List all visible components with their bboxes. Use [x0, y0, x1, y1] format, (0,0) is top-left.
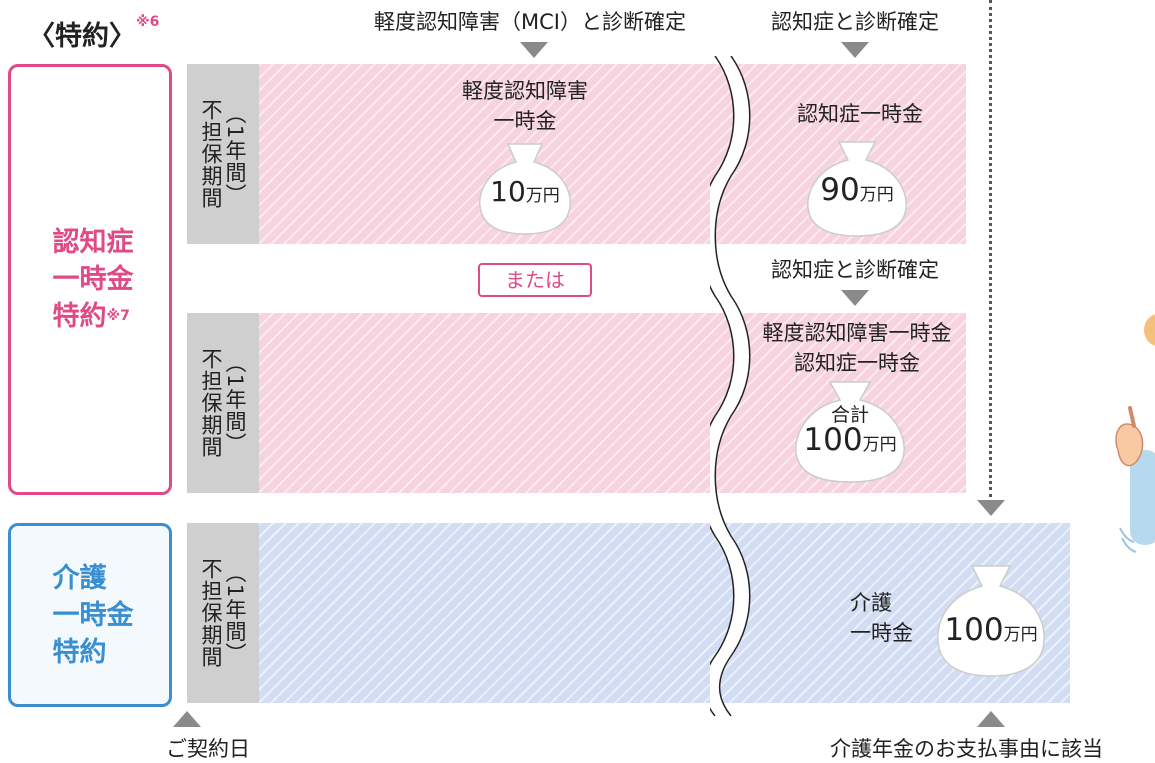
mascot-illustration [1115, 314, 1155, 553]
dementia-confirmed-label-row2: 認知症と診断確定 [771, 258, 939, 282]
contract-date-label: ご契約日 [166, 737, 250, 761]
care-amount: 100万円 [944, 612, 1038, 648]
tokuyaku-label: 〈特約〉 [28, 21, 136, 52]
dementia-confirmed-arrow-top [841, 42, 869, 58]
exemption-period-label: 不担保期間 [199, 348, 223, 458]
dementia-rider-label-line3: 特約 [52, 301, 107, 332]
exemption-period-row2: 不担保期間 （1年間） [187, 313, 259, 493]
dementia-confirmed-arrow-row2 [841, 290, 869, 306]
money-bag-icon-dementia [807, 141, 907, 237]
care-pension-label: 介護年金のお支払事由に該当 [830, 737, 1103, 761]
exemption-period-row3: 不担保期間 （1年間） [187, 523, 259, 703]
exemption-period-row1: 不担保期間 （1年間） [187, 64, 259, 244]
combined-amount: 100万円 [803, 422, 897, 458]
care-rider-label-line1: 介護 [52, 562, 107, 594]
money-bag-icon-mci [478, 143, 572, 235]
mci-payout-label: 軽度認知障害 一時金 [462, 79, 588, 133]
money-bag-icon-care [937, 565, 1045, 677]
contract-date-arrow [173, 711, 201, 727]
combined-payout-label: 軽度認知障害一時金 認知症一時金 [762, 321, 952, 375]
combined-total-label: 合計 [830, 404, 869, 426]
care-band [259, 523, 1070, 703]
dementia-rider-label-line1: 認知症 [52, 227, 134, 258]
mci-confirmed-label: 軽度認知障害（MCI）と診断確定 [374, 10, 686, 34]
care-rider-box: 介護 一時金 特約 [8, 523, 172, 707]
care-start-arrow [977, 500, 1005, 516]
exemption-period-duration: （1年間） [223, 561, 247, 665]
tokuyaku-heading: 〈特約〉※6 [28, 14, 159, 53]
or-badge: または [478, 263, 592, 297]
dementia-confirmed-label-top: 認知症と診断確定 [771, 10, 939, 34]
tokuyaku-note: ※6 [136, 14, 160, 30]
dementia-rider-note: ※7 [106, 308, 130, 324]
exemption-period-duration: （1年間） [223, 351, 247, 455]
dementia-amount: 90万円 [820, 172, 894, 208]
care-rider-label-line3: 特約 [52, 636, 107, 668]
exemption-period-duration: （1年間） [223, 102, 247, 206]
mci-amount: 10万円 [490, 175, 560, 208]
care-payout-label: 介護 一時金 [850, 591, 913, 645]
mci-confirmed-arrow [520, 42, 548, 58]
time-break-wave [710, 56, 751, 716]
exemption-period-label: 不担保期間 [199, 99, 223, 209]
dementia-rider-label-line2: 一時金 [52, 264, 134, 295]
dementia-payout-label: 認知症一時金 [797, 102, 923, 126]
exemption-period-label: 不担保期間 [199, 558, 223, 668]
dementia-rider-box: 認知症 一時金 特約※7 [8, 64, 172, 495]
money-bag-icon-combined [795, 381, 905, 483]
dotted-guide-line [989, 0, 992, 497]
care-pension-arrow [977, 711, 1005, 727]
care-rider-label-line2: 一時金 [52, 599, 134, 631]
